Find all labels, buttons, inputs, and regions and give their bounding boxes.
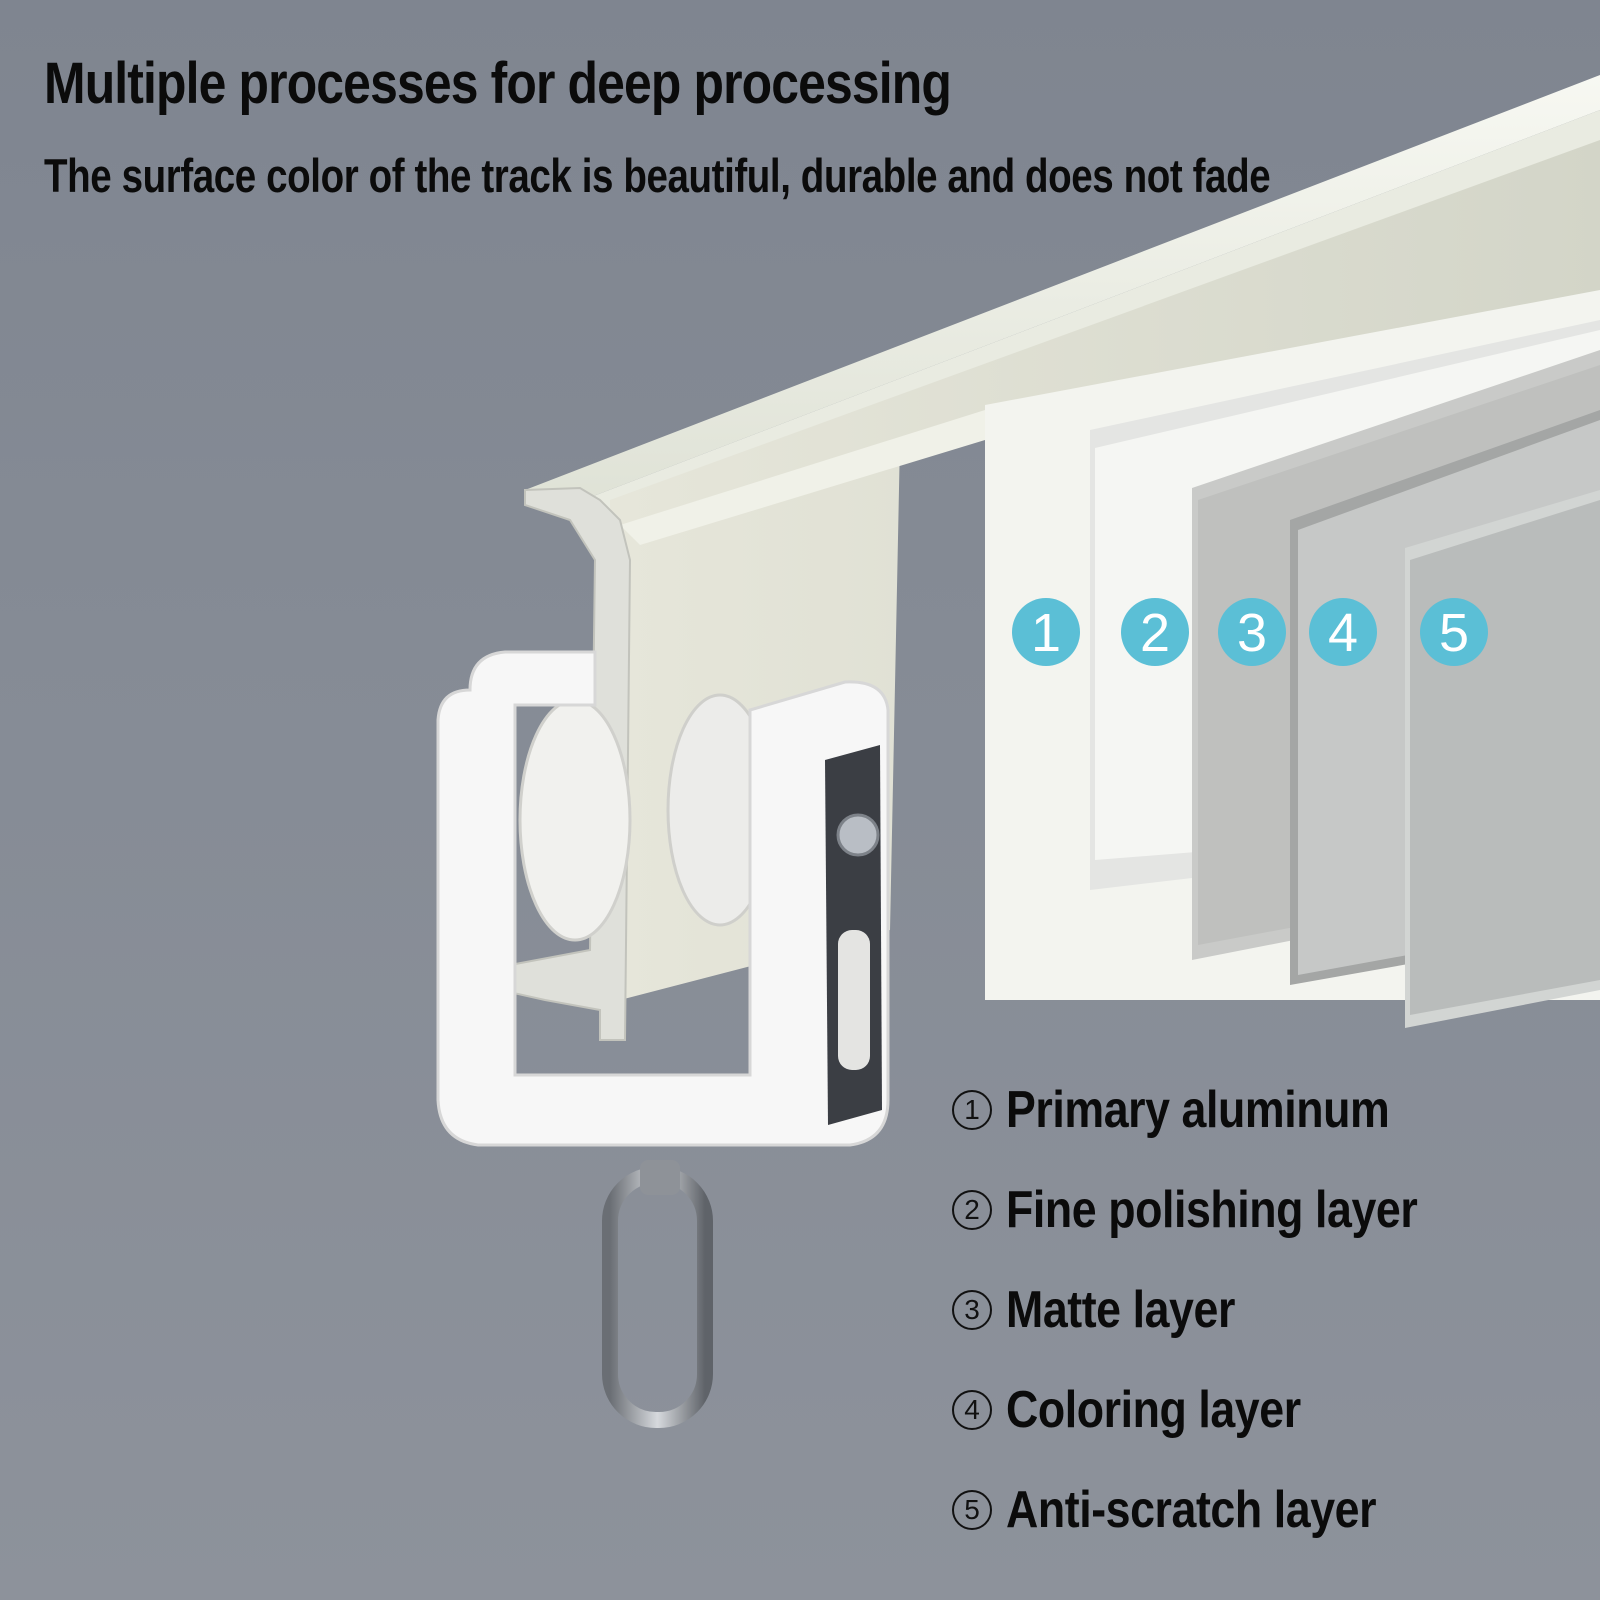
badge-2: 2 [1121, 598, 1189, 666]
headline: Multiple processes for deep processing [44, 51, 952, 116]
badge-5: 5 [1420, 598, 1488, 666]
legend-item: 4 Coloring layer [952, 1360, 1484, 1460]
layer-plates [985, 290, 1600, 1028]
legend-number: 3 [952, 1290, 992, 1330]
legend-number: 2 [952, 1190, 992, 1230]
legend-item: 5 Anti-scratch layer [952, 1460, 1484, 1560]
legend-number: 4 [952, 1390, 992, 1430]
legend-item: 3 Matte layer [952, 1260, 1484, 1360]
badge-3: 3 [1218, 598, 1286, 666]
legend-item: 1 Primary aluminum [952, 1060, 1484, 1160]
legend-label: Primary aluminum [1006, 1081, 1390, 1139]
svg-text:4: 4 [1328, 603, 1358, 663]
svg-text:5: 5 [1439, 603, 1469, 663]
legend-number: 1 [952, 1090, 992, 1130]
legend-item: 2 Fine polishing layer [952, 1160, 1484, 1260]
legend-label: Anti-scratch layer [1006, 1481, 1377, 1539]
subline: The surface color of the track is beauti… [44, 149, 1271, 202]
badge-4: 4 [1309, 598, 1377, 666]
svg-text:3: 3 [1237, 603, 1267, 663]
legend-label: Coloring layer [1006, 1381, 1301, 1439]
pulley-carrier [436, 650, 890, 1428]
legend-label: Fine polishing layer [1006, 1181, 1418, 1239]
legend-number: 5 [952, 1490, 992, 1530]
layer-legend: 1 Primary aluminum 2 Fine polishing laye… [952, 1060, 1484, 1560]
badge-1: 1 [1012, 598, 1080, 666]
svg-text:2: 2 [1140, 603, 1170, 663]
legend-label: Matte layer [1006, 1281, 1235, 1339]
svg-text:1: 1 [1031, 603, 1061, 663]
